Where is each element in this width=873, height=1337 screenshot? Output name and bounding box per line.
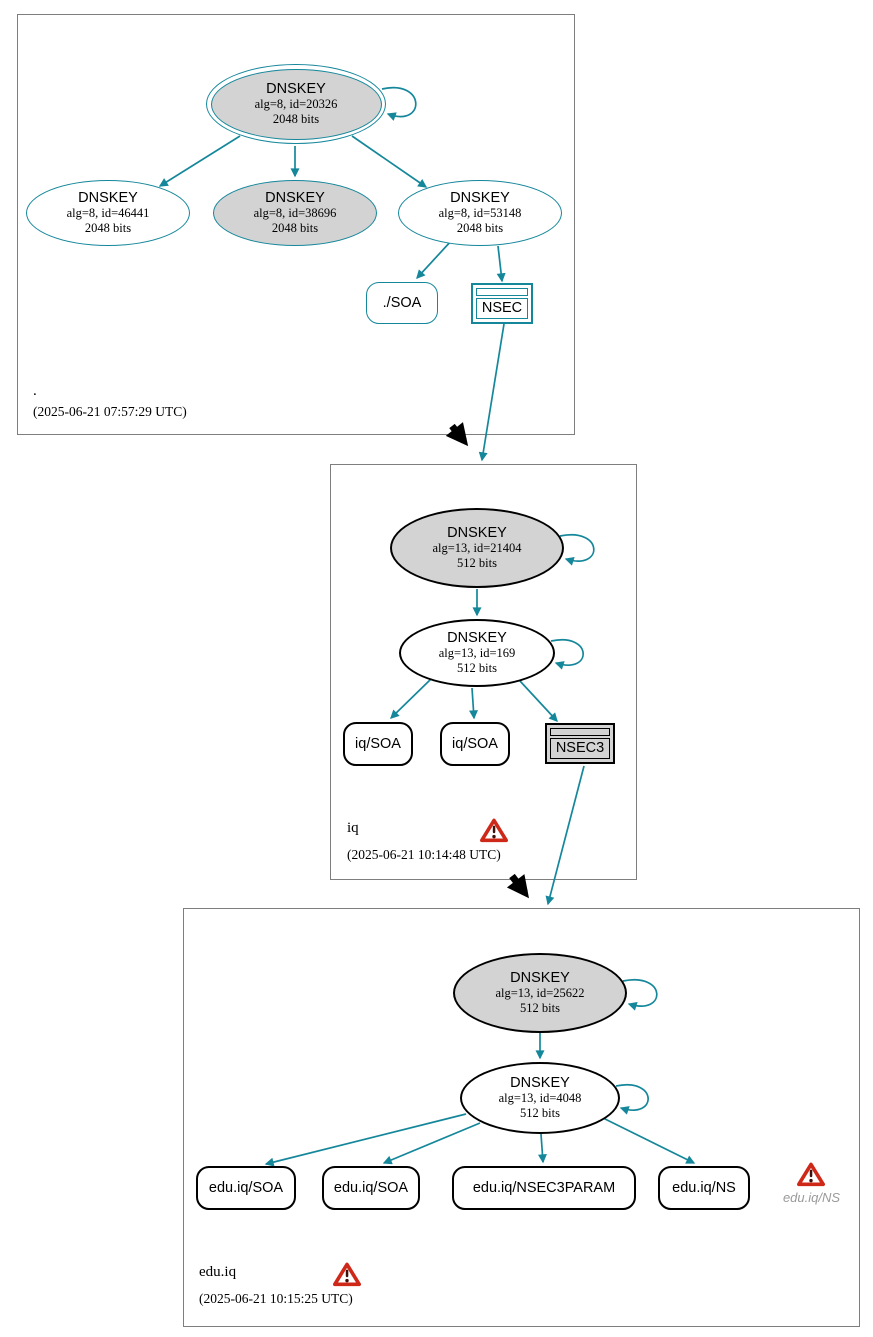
dnskey-params: alg=8, id=53148 bbox=[438, 206, 522, 221]
dnskey-21404: DNSKEY alg=13, id=21404 512 bits bbox=[390, 508, 564, 588]
dnskey-title: DNSKEY bbox=[510, 969, 570, 986]
dnskey-size: 512 bits bbox=[520, 1106, 560, 1121]
zone-box-eduiq bbox=[183, 908, 860, 1327]
zone-name-iq: iq bbox=[347, 820, 359, 836]
zone-timestamp-iq: (2025-06-21 10:14:48 UTC) bbox=[347, 847, 501, 862]
edge-ksk20326-key53148 bbox=[351, 135, 428, 188]
nsec-strip bbox=[476, 288, 528, 296]
edge-ksk21404-selfloop bbox=[559, 533, 595, 566]
dnskey-25622: DNSKEY alg=13, id=25622 512 bits bbox=[453, 953, 627, 1033]
dnskey-title: DNSKEY bbox=[450, 189, 510, 206]
rrset-eduiq-soa-2: edu.iq/SOA bbox=[322, 1166, 420, 1210]
rrset-eduiq-soa-1: edu.iq/SOA bbox=[196, 1166, 296, 1210]
nsec-node: NSEC bbox=[471, 283, 533, 324]
edge-key4048-eduiqsoa1 bbox=[264, 1113, 467, 1167]
delegation-arrow-iq-eduiq bbox=[506, 873, 530, 899]
warning-triangle-icon bbox=[480, 818, 508, 843]
dnskey-params: alg=13, id=4048 bbox=[498, 1091, 582, 1106]
zone-timestamp-eduiq: (2025-06-21 10:15:25 UTC) bbox=[199, 1291, 353, 1306]
edge-key169-selfloop bbox=[550, 638, 584, 670]
dnskey-ksk-20326-inner: DNSKEY alg=8, id=20326 2048 bits bbox=[210, 68, 382, 140]
dnskey-title: DNSKEY bbox=[447, 629, 507, 646]
edge-nsec3-to-eduiq-zone bbox=[545, 765, 585, 906]
dnskey-size: 512 bits bbox=[457, 661, 497, 676]
zone-name-root: . bbox=[33, 383, 37, 399]
edge-key4048-nsec3param bbox=[537, 1133, 547, 1164]
edge-key53148-nsec bbox=[496, 245, 506, 283]
nsec3-node: NSEC3 bbox=[545, 723, 615, 764]
edge-key4048-eduiqns bbox=[600, 1116, 696, 1164]
dnskey-169: DNSKEY alg=13, id=169 512 bits bbox=[399, 619, 555, 687]
edge-ksk20326-key46441 bbox=[158, 135, 241, 187]
nsec3-strip bbox=[550, 728, 610, 736]
edge-ksk25622-selfloop bbox=[622, 978, 658, 1011]
edge-key4048-eduiqsoa2 bbox=[382, 1122, 481, 1165]
dnskey-title: DNSKEY bbox=[447, 524, 507, 541]
dnskey-params: alg=13, id=169 bbox=[438, 646, 516, 661]
dnskey-title: DNSKEY bbox=[265, 189, 325, 206]
dnskey-size: 2048 bits bbox=[271, 221, 319, 236]
dnskey-params: alg=13, id=25622 bbox=[495, 986, 585, 1001]
warning-triangle-icon bbox=[797, 1162, 825, 1187]
rrset-root-soa: ./SOA bbox=[366, 282, 438, 324]
edge-key169-iqsoa2 bbox=[469, 687, 478, 720]
dnskey-title: DNSKEY bbox=[266, 80, 326, 97]
delegation-arrow-root-iq bbox=[445, 422, 469, 447]
dnskey-params: alg=13, id=21404 bbox=[432, 541, 522, 556]
edge-key169-iqsoa1 bbox=[390, 678, 432, 719]
rrset-iq-soa-1: iq/SOA bbox=[343, 722, 413, 766]
zone-box-iq bbox=[330, 464, 637, 880]
nsec3-label: NSEC3 bbox=[550, 738, 610, 759]
dnskey-title: DNSKEY bbox=[510, 1074, 570, 1091]
dnskey-size: 512 bits bbox=[520, 1001, 560, 1016]
warning-triangle-icon bbox=[333, 1262, 361, 1287]
zone-box-root bbox=[17, 14, 575, 435]
dnskey-size: 2048 bits bbox=[272, 112, 320, 127]
rrset-iq-soa-2: iq/SOA bbox=[440, 722, 510, 766]
rrset-eduiq-nsec3param: edu.iq/NSEC3PARAM bbox=[452, 1166, 636, 1210]
zone-timestamp-root: (2025-06-21 07:57:29 UTC) bbox=[33, 404, 187, 419]
nsec-label: NSEC bbox=[476, 298, 528, 319]
dnskey-ksk-20326: DNSKEY alg=8, id=20326 2048 bits bbox=[206, 64, 386, 144]
edge-ksk20326-selfloop bbox=[381, 86, 417, 121]
zone-name-eduiq: edu.iq bbox=[199, 1264, 237, 1280]
edge-key169-nsec3 bbox=[519, 680, 558, 722]
dnskey-38696: DNSKEY alg=8, id=38696 2048 bits bbox=[213, 180, 377, 246]
dnskey-params: alg=8, id=46441 bbox=[66, 206, 150, 221]
dnskey-4048: DNSKEY alg=13, id=4048 512 bits bbox=[460, 1062, 620, 1134]
edge-key53148-soa bbox=[416, 239, 453, 279]
dnskey-size: 2048 bits bbox=[84, 221, 132, 236]
warning-rrset-label: edu.iq/NS bbox=[782, 1190, 841, 1205]
dnskey-params: alg=8, id=20326 bbox=[254, 97, 338, 112]
dnskey-size: 2048 bits bbox=[456, 221, 504, 236]
edge-nsec-to-iq-zone bbox=[478, 323, 505, 462]
rrset-eduiq-ns: edu.iq/NS bbox=[658, 1166, 750, 1210]
dnskey-46441: DNSKEY alg=8, id=46441 2048 bits bbox=[26, 180, 190, 246]
dnskey-title: DNSKEY bbox=[78, 189, 138, 206]
dnskey-53148: DNSKEY alg=8, id=53148 2048 bits bbox=[398, 180, 562, 246]
dnskey-params: alg=8, id=38696 bbox=[253, 206, 337, 221]
dnskey-size: 512 bits bbox=[457, 556, 497, 571]
edge-key4048-selfloop bbox=[615, 1083, 649, 1115]
